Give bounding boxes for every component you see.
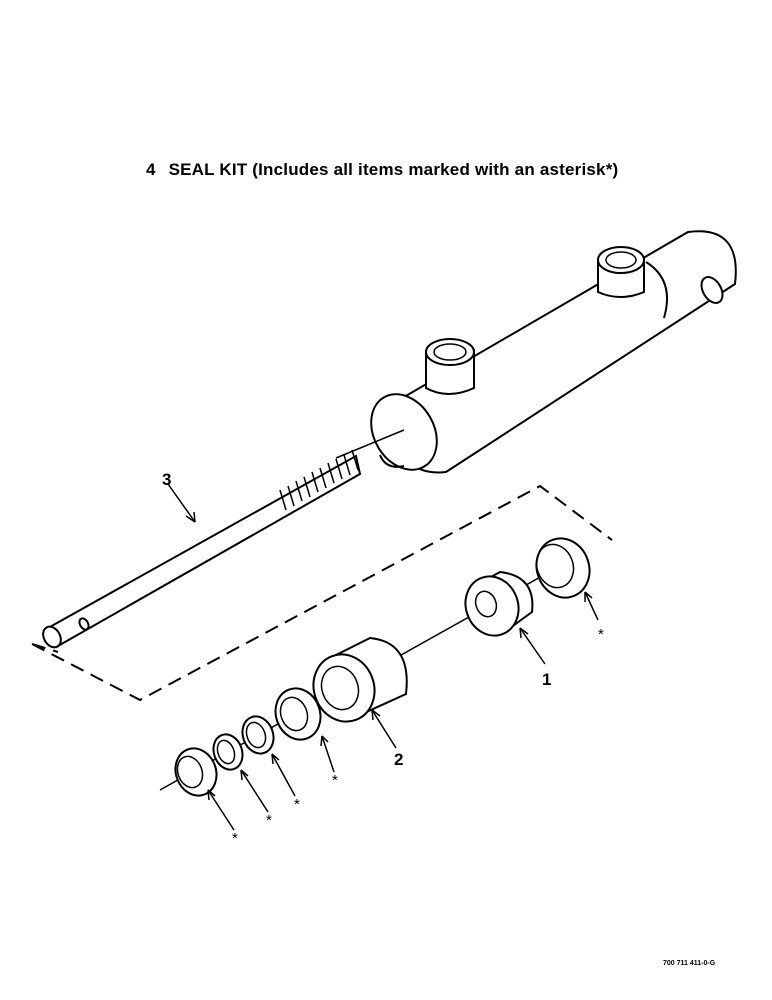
asterisk-marker-o-ring: * [294, 796, 300, 813]
gland [312, 636, 408, 723]
wiper-seal-left [174, 747, 218, 797]
seal-kit-description: SEAL KIT (Includes all items marked with… [168, 160, 619, 179]
asterisk-marker-wiper-right: * [598, 626, 604, 643]
cylinder-barrel [370, 230, 737, 474]
piston-rod [42, 449, 362, 649]
backup-ring [212, 733, 244, 771]
asterisk-marker-backup-ring: * [266, 812, 272, 829]
barrel-axis-line [335, 429, 405, 459]
asterisk-marker-wiper-left: * [232, 830, 238, 847]
asterisk-marker-rod-seal: * [332, 772, 338, 789]
figure-id: 700 711 411-0-G [663, 960, 716, 967]
leader-arrows [167, 483, 599, 831]
callout-rod: 3 [162, 470, 172, 489]
wiper-seal-right [535, 537, 591, 599]
rod-seal-large [274, 687, 322, 741]
seal-kit-item-number: 4 [146, 160, 156, 179]
exploded-view-leader [31, 484, 613, 702]
callout-gland: 2 [394, 750, 404, 769]
o-ring-seal [241, 715, 275, 755]
seal-kit-title: 4 SEAL KIT (Includes all items marked wi… [146, 160, 618, 180]
piston [464, 570, 534, 637]
callout-piston: 1 [542, 670, 552, 689]
